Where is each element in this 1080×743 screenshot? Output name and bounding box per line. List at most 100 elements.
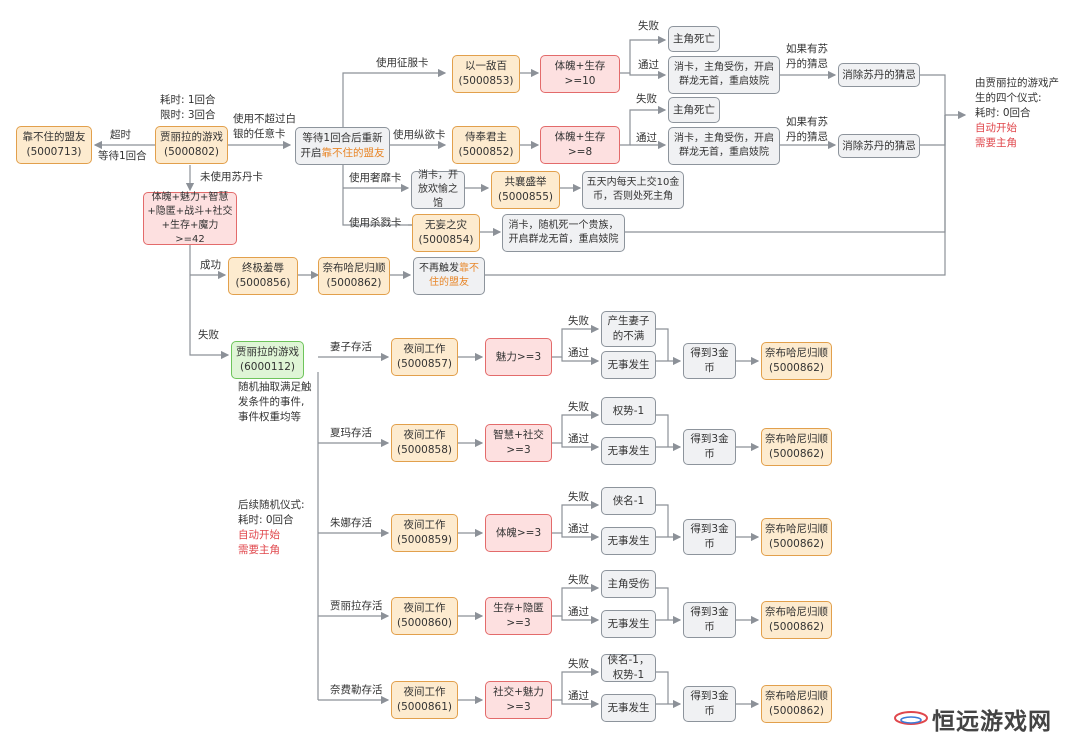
ritual-fail-result-text-2: 侠名-1: [612, 494, 645, 507]
kill-result-node: 消卡，随机死一个贵族，开启群龙无首，重启妓院: [502, 214, 625, 252]
ritual-work-node-4: 夜间工作(5000861): [391, 681, 458, 719]
ally-node-title: 靠不住的盟友: [22, 131, 86, 143]
luxury-card-node: 消卡，开放欢愉之馆: [411, 170, 465, 209]
ritual-final-node-1: 奈布哈尼归顺(5000862): [761, 428, 832, 466]
ritual-pass-label-1: 通过: [568, 433, 589, 445]
indulge-pass-label: 通过: [636, 132, 657, 144]
ritual-label-4: 奈费勒存活: [330, 684, 383, 696]
ritual-gold-node-0: 得到3金币: [683, 343, 736, 379]
ritual-gold-text-3: 得到3金币: [690, 606, 729, 633]
ritual-pass-result-text-0: 无事发生: [607, 358, 650, 371]
ritual-fail-result-text-1: 权势-1: [612, 404, 645, 417]
conquest-result-node: 消卡，主角受伤，开启群龙无首，重启妓院: [668, 56, 780, 94]
conquest-cond-text: 如果有苏丹的猜忌: [786, 43, 828, 70]
ritual-fail-label-0: 失败: [568, 315, 589, 327]
ritual-final-title-0: 奈布哈尼归顺: [765, 347, 828, 359]
ritual-pass-result-text-4: 无事发生: [607, 701, 650, 714]
ritual-gold-node-4: 得到3金币: [683, 686, 736, 722]
ritual-check-node-2: 体魄>=3: [485, 514, 552, 552]
conquest-pass-label: 通过: [638, 59, 659, 71]
ritual-check-node-0: 魅力>=3: [485, 338, 552, 376]
indulge-fail-label: 失败: [636, 93, 657, 105]
branch-no-sudan-label: 未使用苏丹卡: [200, 171, 263, 183]
conquest-result-text: 消卡，主角受伤，开启群龙无首，重启妓院: [674, 62, 774, 87]
ritual-final-node-4: 奈布哈尼归顺 (5000862): [761, 685, 832, 723]
indulge-card-id: (5000852): [458, 146, 514, 158]
ritual-check-text-3: 生存+隐匿>=3: [493, 602, 544, 629]
ritual-pass-result-0: 无事发生: [601, 351, 656, 379]
wait-node-line1: 等待1回合后重新: [302, 132, 383, 144]
branch-indulge-label: 使用纵欲卡: [393, 129, 446, 141]
ritual-work-node-0: 夜间工作(5000857): [391, 338, 458, 376]
conquest-check-node: 体魄+生存>=10: [540, 55, 620, 93]
ritual-final-id-1: (5000862): [769, 448, 824, 460]
ritual-fail-result-2: 侠名-1: [601, 487, 656, 515]
conquest-card-id: (5000853): [458, 75, 514, 87]
right-note-2: 生的四个仪式:: [975, 92, 1042, 104]
ritual-work-title-2: 夜间工作: [403, 519, 446, 531]
indulge-result-text: 消卡，主角受伤，开启群龙无首，重启妓院: [674, 133, 774, 158]
branch-luxury-label: 使用奢靡卡: [349, 172, 402, 184]
attribute-check-node: 体魄+魅力+智慧+隐匿+战斗+社交+生存+魔力>=42: [143, 192, 237, 245]
later-note: 后续随机仪式: 耗时: 0回合 自动开始 需要主角: [238, 498, 305, 558]
later-note-3: 自动开始: [238, 529, 280, 541]
start-node-id: (5000802): [164, 146, 219, 158]
ritual-gold-text-4: 得到3金币: [690, 690, 729, 717]
indulge-remove-text: 消除苏丹的猜忌: [842, 139, 916, 152]
success-a-node: 终极羞辱 (5000856): [228, 257, 298, 295]
ritual-work-title-3: 夜间工作: [403, 602, 446, 614]
later-note-2: 耗时: 0回合: [238, 514, 294, 526]
ritual-work-id-3: (5000860): [397, 617, 452, 629]
branch-fail-label: 失败: [198, 329, 219, 341]
indulge-check-node: 体魄+生存>=8: [540, 126, 620, 164]
conquest-death-text: 主角死亡: [673, 32, 715, 45]
ritual-final-node-2: 奈布哈尼归顺(5000862): [761, 518, 832, 556]
ritual-work-title-4: 夜间工作: [403, 686, 446, 698]
conquest-check-text: 体魄+生存>=10: [554, 60, 606, 87]
ritual-pass-label-3: 通过: [568, 606, 589, 618]
ritual-pass-label-4: 通过: [568, 690, 589, 702]
ritual-final-id-0: (5000862): [769, 362, 824, 374]
any-card-label-2: 银的任意卡: [233, 128, 286, 140]
game2-node-id: (6000112): [240, 361, 295, 373]
ritual-pass-result-text-2: 无事发生: [607, 534, 650, 547]
ritual-fail-result-4: 侠名-1，权势-1: [601, 654, 656, 682]
success-c-node: 不再触发靠不住的盟友: [413, 257, 485, 295]
right-note-5: 需要主角: [975, 137, 1017, 149]
success-b-node: 奈布哈尼归顺 (5000862): [318, 257, 390, 295]
ritual-work-node-2: 夜间工作(5000859): [391, 514, 458, 552]
ritual-gold-text-2: 得到3金币: [690, 523, 729, 550]
kill-card-title: 无妄之灾: [425, 219, 467, 231]
ritual-pass-label-2: 通过: [568, 523, 589, 535]
right-note-3: 耗时: 0回合: [975, 107, 1031, 119]
watermark-text: 恒远游戏网: [932, 709, 1052, 735]
right-note-1: 由贾丽拉的游戏产: [975, 77, 1059, 89]
kill-result-text: 消卡，随机死一个贵族，开启群龙无首，重启妓院: [508, 220, 619, 245]
timeout-label-1: 超时: [110, 129, 131, 141]
ritual-fail-result-text-3: 主角受伤: [607, 577, 650, 590]
attribute-check-text: 体魄+魅力+智慧+隐匿+战斗+社交+生存+魔力>=42: [147, 191, 233, 245]
kill-card-id: (5000854): [418, 234, 474, 246]
luxury-result-text: 五天内每天上交10金币，否则处死主角: [586, 177, 680, 202]
ritual-pass-result-1: 无事发生: [601, 437, 656, 465]
later-note-1: 后续随机仪式:: [238, 499, 305, 511]
branch-success-label: 成功: [200, 259, 221, 271]
ritual-final-id-4: (5000862): [769, 705, 824, 717]
ritual-label-1: 夏玛存活: [330, 427, 372, 439]
game2-node-title: 贾丽拉的游戏: [236, 346, 299, 358]
ritual-pass-result-text-3: 无事发生: [607, 617, 650, 630]
success-c-text: 不再触发靠不住的盟友: [419, 263, 479, 288]
ally-node-id: (5000713): [26, 146, 82, 158]
ritual-final-id-3: (5000862): [769, 621, 824, 633]
ritual-pass-result-text-1: 无事发生: [607, 444, 650, 457]
start-node: 贾丽拉的游戏 (5000802): [155, 126, 228, 164]
game2-node: 贾丽拉的游戏 (6000112): [231, 341, 304, 379]
ritual-final-id-2: (5000862): [769, 538, 824, 550]
success-a-title: 终极羞辱: [242, 262, 284, 274]
ritual-final-title-4: 奈布哈尼归顺: [765, 690, 828, 702]
indulge-death-node: 主角死亡: [668, 97, 720, 123]
ritual-work-title-0: 夜间工作: [403, 343, 446, 355]
conquest-death-node: 主角死亡: [668, 26, 720, 52]
indulge-remove-node: 消除苏丹的猜忌: [838, 134, 920, 158]
indulge-result-node: 消卡，主角受伤，开启群龙无首，重启妓院: [668, 127, 780, 165]
